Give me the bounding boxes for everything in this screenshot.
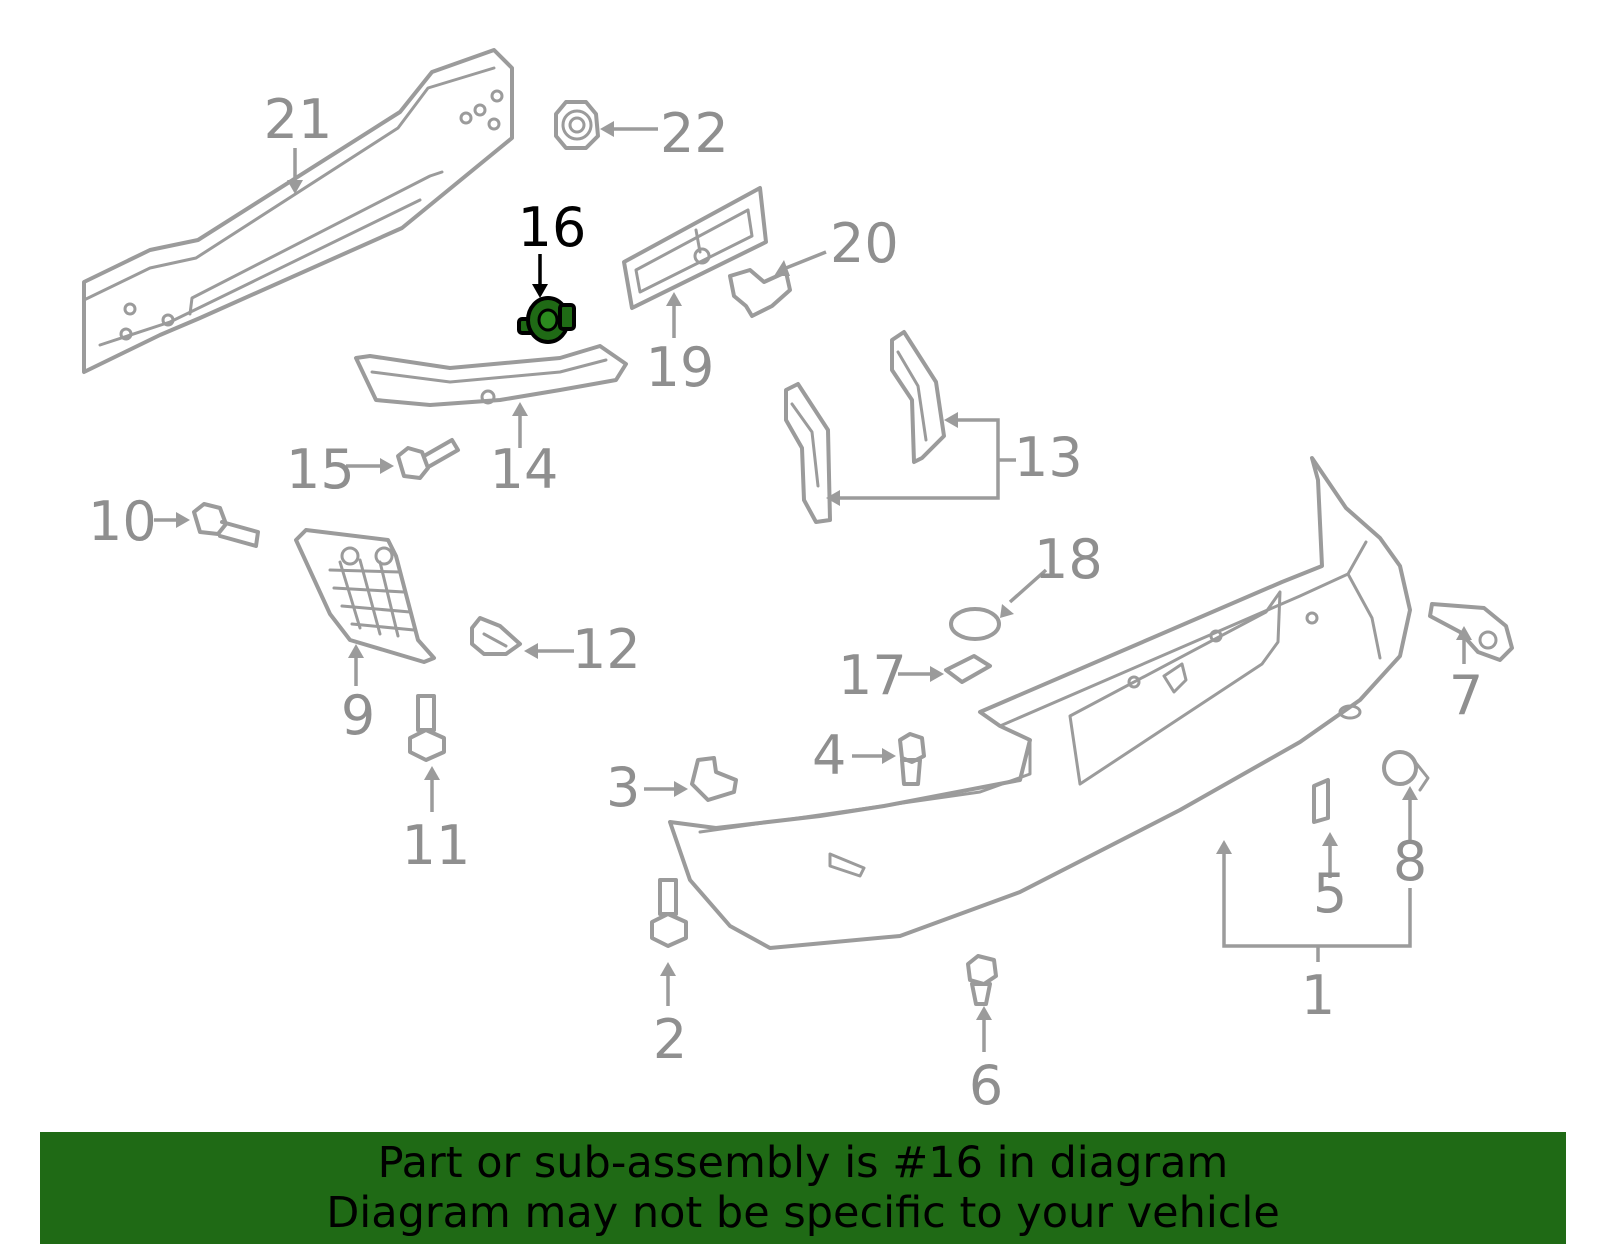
part-14-absorber xyxy=(354,344,628,407)
callout-2: 2 xyxy=(653,1008,687,1071)
part-21-reinforcement-beam xyxy=(82,48,514,374)
banner-line-2: Diagram may not be specific to your vehi… xyxy=(326,1188,1280,1238)
part-15-bolt xyxy=(396,438,460,480)
part-9-corner-bracket xyxy=(294,528,436,664)
callout-19: 19 xyxy=(646,336,715,399)
info-banner: Part or sub-assembly is #16 in diagram D… xyxy=(40,1132,1566,1244)
part-13-side-brackets xyxy=(784,330,946,524)
part-16-highlighted-fastener xyxy=(517,296,576,344)
callout-10: 10 xyxy=(88,490,157,553)
part-4-clip xyxy=(898,732,926,786)
callout-labels: 21 22 16 20 19 14 15 13 10 18 12 17 9 7 … xyxy=(88,88,1483,1117)
callout-21: 21 xyxy=(264,88,333,151)
callout-6: 6 xyxy=(969,1054,1003,1117)
part-10-bolt xyxy=(192,502,260,548)
part-6-clip xyxy=(966,954,998,1006)
callout-18: 18 xyxy=(1034,528,1103,591)
callout-11: 11 xyxy=(402,814,471,877)
part-3-retainer xyxy=(690,756,738,802)
part-2-bolt xyxy=(650,878,688,948)
part-22-nut xyxy=(554,100,600,150)
callout-13: 13 xyxy=(1014,426,1083,489)
callout-7: 7 xyxy=(1449,664,1483,727)
part-18-grommet xyxy=(949,607,1001,641)
callout-22: 22 xyxy=(660,102,729,165)
callout-16: 16 xyxy=(518,196,587,259)
callout-15: 15 xyxy=(286,438,355,501)
callout-14: 14 xyxy=(490,438,559,501)
part-7-bracket xyxy=(1428,602,1514,662)
callout-9: 9 xyxy=(341,684,375,747)
callout-5: 5 xyxy=(1313,862,1347,925)
part-12-push-clip xyxy=(470,616,522,656)
banner-line-1: Part or sub-assembly is #16 in diagram xyxy=(377,1138,1229,1188)
callout-17: 17 xyxy=(838,644,907,707)
part-19-bracket xyxy=(622,186,768,310)
part-5-pad xyxy=(1312,778,1330,824)
callout-8: 8 xyxy=(1393,830,1427,893)
callout-1: 1 xyxy=(1301,964,1335,1027)
part-8-sensor-holder xyxy=(1382,750,1430,792)
part-17-pad xyxy=(944,654,992,684)
part-11-bolt xyxy=(408,694,446,762)
callout-20: 20 xyxy=(830,212,899,275)
part-20-clip xyxy=(728,268,792,318)
callout-4: 4 xyxy=(812,724,846,787)
callout-12: 12 xyxy=(572,618,641,681)
callout-leaders xyxy=(154,121,1472,1052)
part-1-bumper-cover xyxy=(668,456,1412,950)
callout-3: 3 xyxy=(606,756,640,819)
